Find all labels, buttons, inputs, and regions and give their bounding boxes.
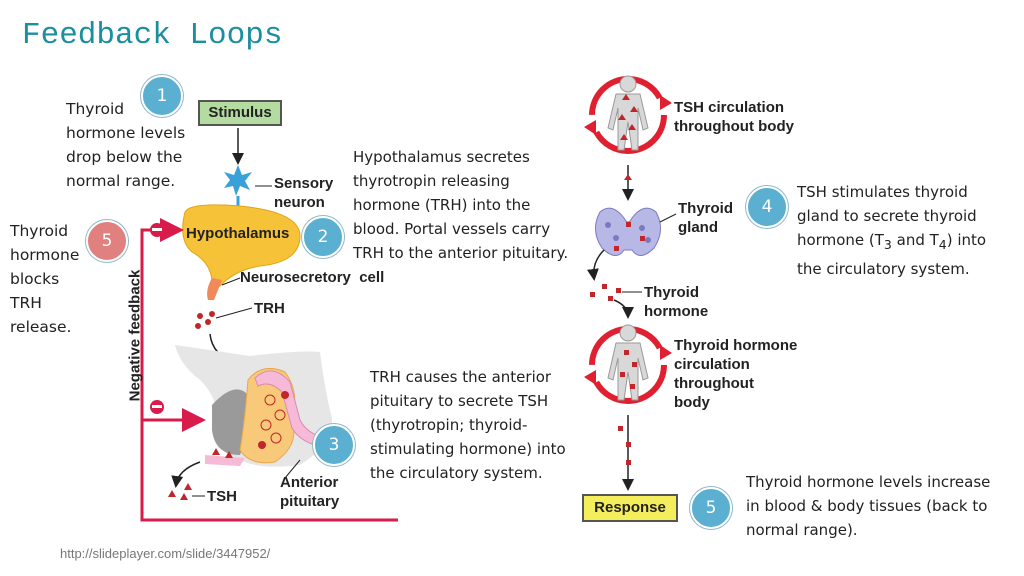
label-line: pituitary [280,493,340,510]
hypothalamus-shape [182,204,301,289]
step-3-text: TRH causes the anterior pituitary to sec… [370,365,566,485]
step-badge-5-response: 5 [690,487,732,529]
text-line: thyrotropin releasing [353,172,510,190]
label-line: Thyroid hormone [674,337,798,354]
label-line: TSH circulation [674,99,785,116]
step-badge-4: 4 [746,186,788,228]
text-line: hormone [10,246,80,264]
subscript-3: 3 [883,237,892,252]
step-badge-3: 3 [313,424,355,466]
step-4-text: TSH stimulates thyroid gland to secrete … [797,180,986,281]
stimulus-box: Stimulus [198,100,282,126]
text-line: hormone levels [66,124,186,142]
subscript-4: 4 [938,237,947,252]
thyroid-hormone-circulation-label: Thyroid hormone circulation throughout b… [674,336,797,412]
text-line: (thyrotropin; thyroid- [370,416,528,434]
text-line: normal range. [66,172,176,190]
text-line: the circulatory system. [797,260,970,278]
text-line: release. [10,318,72,336]
text-line: the circulatory system. [370,464,543,482]
text-fragment: hormone (T [797,231,884,249]
label-line: Sensory [274,175,334,192]
text-line: gland to secrete thyroid [797,207,977,225]
step-badge-2: 2 [302,216,344,258]
negative-feedback-label: Negative feedback [126,269,144,402]
text-line: blocks [10,270,60,288]
label-line: neuron [274,194,325,211]
response-box: Response [582,494,678,522]
sensory-neuron-label: Sensory neuron [274,174,333,212]
step-5-response-text: Thyroid hormone levels increase in blood… [746,470,990,542]
text-line: blood. Portal vessels carry [353,220,551,238]
step-badge-1: 1 [141,75,183,117]
source-link[interactable]: http://slideplayer.com/slide/3447952/ [60,546,271,561]
thyroid-gland-label: Thyroid gland [678,199,733,237]
posterior-pituitary-shape [212,389,249,455]
label-line: gland [678,219,718,236]
hypothalamus-label: Hypothalamus [186,225,290,242]
label-line: hormone [644,303,709,320]
text-line: stimulating hormone) into [370,440,566,458]
label-line: Thyroid [644,284,699,301]
label-line: body [674,394,710,411]
anterior-pituitary-label: Anterior pituitary [280,473,339,511]
label-line: throughout [674,375,754,392]
body-figure-top [607,75,649,151]
sensory-neuron-shape [224,165,252,196]
text-line: TRH to the anterior pituitary. [353,244,569,262]
tsh-circulation-label: TSH circulation throughout body [674,98,794,136]
text-line: drop below the [66,148,183,166]
text-line: TRH [10,294,42,312]
text-line: Thyroid [10,222,69,240]
text-fragment: ) into [946,231,987,249]
tsh-label: TSH [207,488,237,505]
text-line: Thyroid [66,100,125,118]
label-line: throughout body [674,118,794,135]
step-5-feedback-text: Thyroid hormone blocks TRH release. [10,219,79,339]
body-figure-bottom [607,324,649,401]
step-2-text: Hypothalamus secretes thyrotropin releas… [353,145,568,265]
thyroid-gland-shape [595,207,661,256]
page-title: Feedback Loops [22,18,283,53]
text-fragment: and T [891,231,939,249]
text-line: pituitary to secrete TSH [370,392,549,410]
text-line: hormone (TRH) into the [353,196,531,214]
text-line: TRH causes the anterior [370,368,552,386]
text-line: hormone (T3 and T4) into [797,228,986,257]
label-line: Anterior [280,474,339,491]
trh-label: TRH [254,300,285,317]
step-badge-5-feedback: 5 [86,220,128,262]
text-line: Thyroid hormone levels increase [746,473,991,491]
step-1-text: Thyroid hormone levels drop below the no… [66,97,185,193]
label-line: Thyroid [678,200,733,217]
thyroid-hormone-label: Thyroid hormone [644,283,708,321]
text-line: in blood & body tissues (back to [746,497,988,515]
text-line: TSH stimulates thyroid [797,183,968,201]
text-line: Hypothalamus secretes [353,148,530,166]
neurosecretory-cell-label: Neurosecretory cell [240,269,385,286]
label-line: circulation [674,356,750,373]
text-line: normal range). [746,521,858,539]
